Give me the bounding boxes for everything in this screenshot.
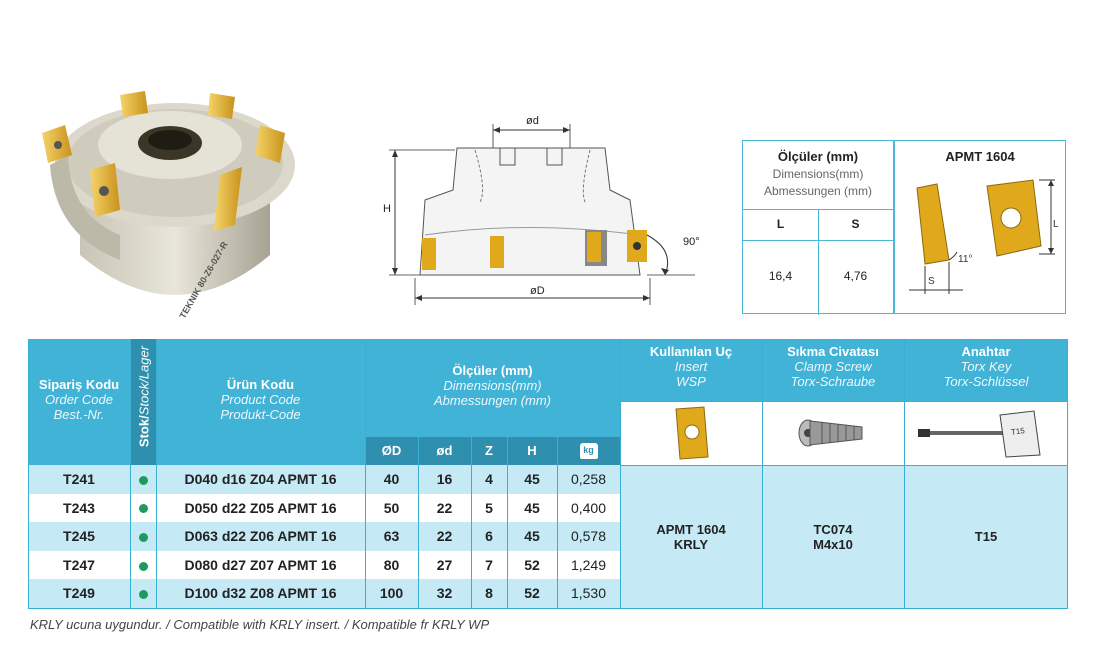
in-stock-dot-icon bbox=[138, 475, 148, 485]
in-stock-dot-icon bbox=[138, 561, 148, 571]
order-code-cell: T245 bbox=[63, 528, 95, 545]
weight-cell: 0,258 bbox=[570, 471, 607, 487]
subheader-od: ød bbox=[418, 437, 471, 465]
screw-image-cell bbox=[762, 401, 904, 465]
teeth-count-cell: 7 bbox=[485, 556, 493, 573]
header-stock: Stok/Stock/Lager bbox=[130, 339, 156, 465]
weight-cell: 1,530 bbox=[570, 585, 607, 602]
bore-diameter-cell: 27 bbox=[436, 556, 453, 573]
teeth-count-cell: 6 bbox=[485, 528, 493, 545]
subheader-weight: kg bbox=[557, 437, 620, 465]
product-code-cell: D080 d27 Z07 APMT 16 bbox=[184, 556, 337, 573]
table-row: T245 D063 d22 Z06 APMT 16 63 22 6 45 0,578 bbox=[28, 522, 620, 551]
table-row: T243 D050 d22 Z05 APMT 16 50 22 5 45 0,400 bbox=[28, 493, 620, 523]
dims-col-S: S bbox=[851, 217, 860, 231]
product-code-cell: D100 d32 Z08 APMT 16 bbox=[184, 585, 337, 602]
stock-cell bbox=[130, 579, 156, 608]
in-stock-dot-icon bbox=[138, 504, 148, 514]
teeth-count-cell: 4 bbox=[485, 471, 493, 487]
insert-dimensions-box: Ölçüler (mm) Dimensions(mm) Abmessungen … bbox=[742, 140, 1066, 315]
header-order-code: Sipariş Kodu Order Code Best.-Nr. bbox=[28, 339, 130, 465]
insert-image-cell bbox=[620, 401, 762, 465]
bore-diameter-cell: 32 bbox=[436, 585, 453, 602]
outer-diameter-cell: 40 bbox=[383, 471, 400, 487]
weight-cell: 0,400 bbox=[570, 499, 607, 516]
insert-title: APMT 1604 bbox=[945, 149, 1015, 164]
bore-diameter-cell: 22 bbox=[436, 528, 453, 545]
oD-label: øD bbox=[530, 285, 545, 297]
order-code-cell: T241 bbox=[63, 471, 95, 487]
table-row: T249 D100 d32 Z08 APMT 16 100 32 8 52 1,530 bbox=[28, 579, 620, 608]
key-size-label: T15 bbox=[1010, 426, 1026, 437]
header-key: Anahtar Torx Key Torx-Schlüssel bbox=[904, 339, 1068, 401]
in-stock-dot-icon bbox=[138, 590, 148, 600]
outer-diameter-cell: 50 bbox=[383, 499, 400, 516]
key-image-cell: T15 bbox=[904, 401, 1068, 465]
height-cell: 45 bbox=[524, 499, 540, 516]
stock-cell bbox=[130, 551, 156, 580]
h-label: H bbox=[383, 203, 391, 215]
stock-cell bbox=[130, 494, 156, 523]
table-row: T241 D040 d16 Z04 APMT 16 40 16 4 45 0,258 bbox=[28, 465, 620, 494]
dims-col-L: L bbox=[776, 217, 785, 231]
product-table: Sipariş Kodu Order Code Best.-Nr. Stok/S… bbox=[28, 339, 1068, 609]
dims-title-en: Dimensions(mm) bbox=[772, 167, 864, 181]
subheader-OD: ØD bbox=[365, 437, 418, 465]
weight-icon: kg bbox=[579, 442, 598, 459]
technical-drawing bbox=[389, 124, 695, 305]
in-stock-dot-icon bbox=[138, 532, 148, 542]
milling-cutter-photo bbox=[42, 91, 295, 295]
key-value-cell: T15 bbox=[904, 465, 1068, 608]
dims-val-L: 16,4 bbox=[768, 269, 793, 283]
dims-title: Ölçüler (mm) bbox=[777, 149, 859, 164]
product-code-cell: D050 d22 Z05 APMT 16 bbox=[184, 499, 337, 516]
header-insert: Kullanılan Uç Insert WSP bbox=[620, 339, 762, 401]
order-code-cell: T247 bbox=[63, 556, 95, 573]
subheader-Z: Z bbox=[471, 437, 507, 465]
order-code-cell: T249 bbox=[63, 585, 95, 602]
dims-val-S: 4,76 bbox=[843, 269, 868, 283]
footnote: KRLY ucuna uygundur. / Compatible with K… bbox=[30, 617, 490, 632]
dims-title-de: Abmessungen (mm) bbox=[763, 184, 873, 198]
insert-angle-label: 11° bbox=[958, 254, 973, 265]
height-cell: 45 bbox=[524, 528, 540, 545]
outer-diameter-cell: 63 bbox=[383, 528, 400, 545]
insert-drawing bbox=[909, 179, 1055, 294]
subheader-H: H bbox=[507, 437, 557, 465]
header-screw: Sıkma Civatası Clamp Screw Torx-Schraube bbox=[762, 339, 904, 401]
order-code-cell: T243 bbox=[63, 499, 95, 516]
height-cell: 45 bbox=[524, 471, 540, 487]
product-code-cell: D040 d16 Z04 APMT 16 bbox=[184, 471, 337, 487]
teeth-count-cell: 8 bbox=[485, 585, 493, 602]
od-label: ød bbox=[526, 115, 539, 127]
weight-cell: 1,249 bbox=[570, 556, 607, 573]
table-row: T247 D080 d27 Z07 APMT 16 80 27 7 52 1,249 bbox=[28, 550, 620, 580]
angle-label: 90° bbox=[683, 236, 700, 248]
header-dimensions: Ölçüler (mm) Dimensions(mm) Abmessungen … bbox=[365, 339, 620, 437]
teeth-count-cell: 5 bbox=[485, 499, 493, 516]
bore-diameter-cell: 16 bbox=[436, 471, 453, 487]
stock-cell bbox=[130, 465, 156, 494]
insert-L-label: L bbox=[1053, 219, 1059, 230]
outer-diameter-cell: 100 bbox=[379, 585, 404, 602]
outer-diameter-cell: 80 bbox=[383, 556, 400, 573]
height-cell: 52 bbox=[524, 556, 540, 573]
height-cell: 52 bbox=[524, 585, 540, 602]
weight-cell: 0,578 bbox=[570, 528, 607, 545]
bore-diameter-cell: 22 bbox=[436, 499, 453, 516]
insert-S-label: S bbox=[928, 276, 935, 287]
header-product-code: Ürün Kodu Product Code Produkt-Code bbox=[156, 339, 365, 465]
stock-cell bbox=[130, 522, 156, 551]
product-code-cell: D063 d22 Z06 APMT 16 bbox=[184, 528, 337, 545]
